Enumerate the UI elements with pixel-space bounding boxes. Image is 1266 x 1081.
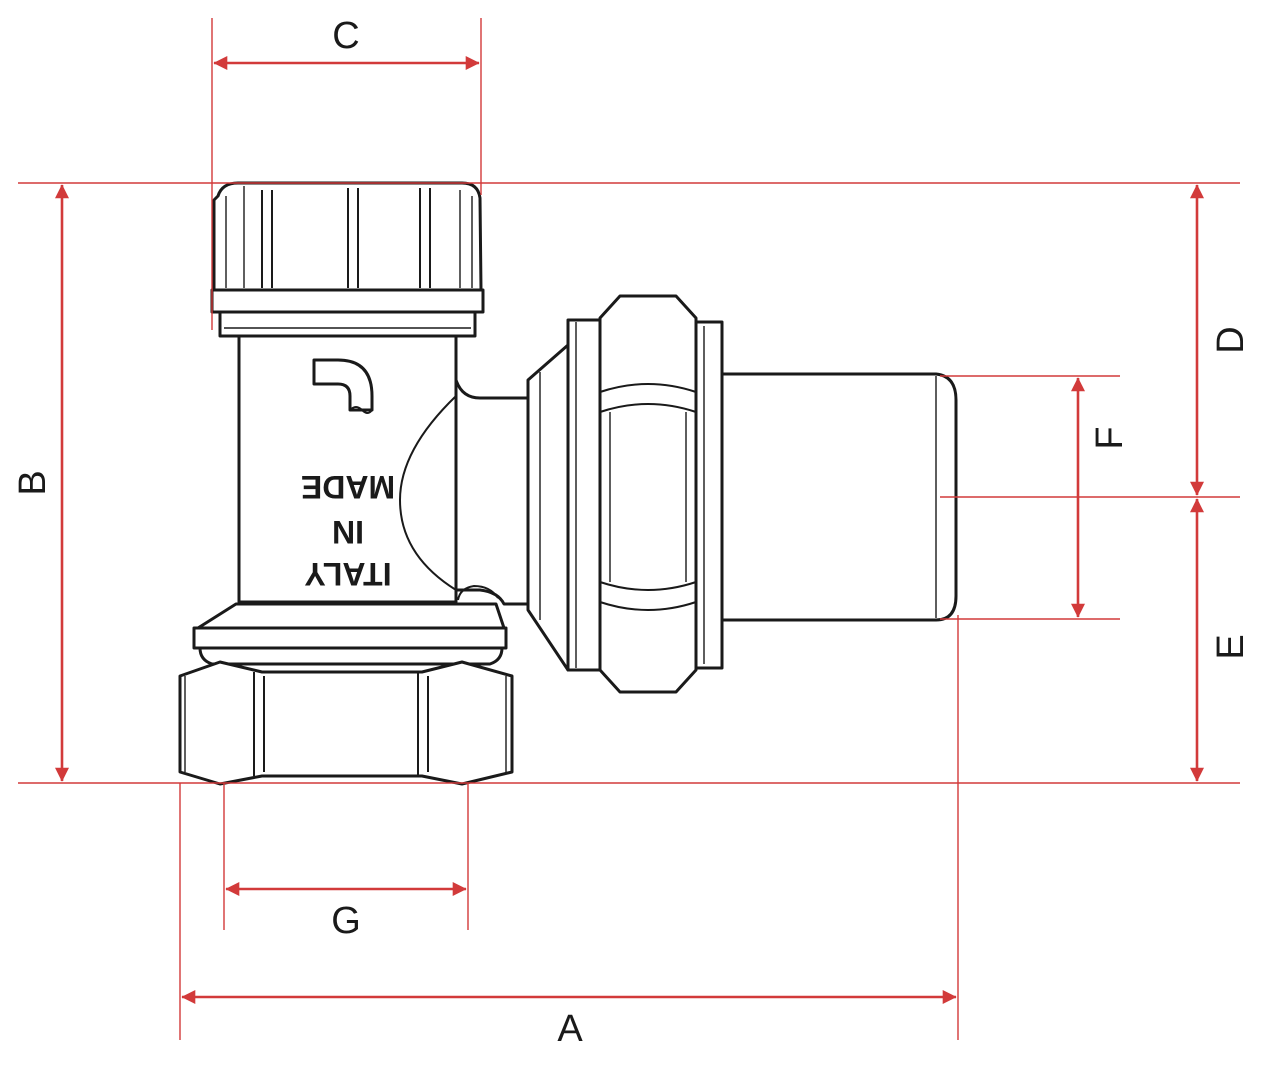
- stamp-line-in: IN: [332, 514, 364, 550]
- union-hex-nut: [598, 294, 724, 694]
- tailpiece-spigot: [720, 372, 958, 622]
- dimension-label-d: D: [1210, 326, 1252, 353]
- made-in-italy-stamp: ITALY IN MADE: [301, 469, 395, 592]
- outlet-taper: [526, 318, 602, 672]
- top-cap: [210, 181, 485, 338]
- bottom-hex-nut: [178, 602, 514, 786]
- valve-body-outline: ITALY IN MADE: [178, 181, 958, 786]
- dimension-label-g: G: [331, 900, 361, 942]
- dimension-label-f: F: [1089, 426, 1131, 449]
- stamp-line-made: MADE: [301, 469, 395, 505]
- manufacturer-logo: [312, 358, 374, 414]
- dimension-lines: [18, 18, 1240, 1040]
- dimension-label-a: A: [557, 1008, 583, 1050]
- stamp-line-italy: ITALY: [304, 556, 391, 592]
- dimension-label-b: B: [12, 470, 54, 495]
- dimension-labels: C B D E F G A: [12, 15, 1252, 1050]
- dimension-label-e: E: [1210, 634, 1252, 659]
- valve-neck: [237, 334, 530, 606]
- dimension-label-c: C: [332, 15, 359, 57]
